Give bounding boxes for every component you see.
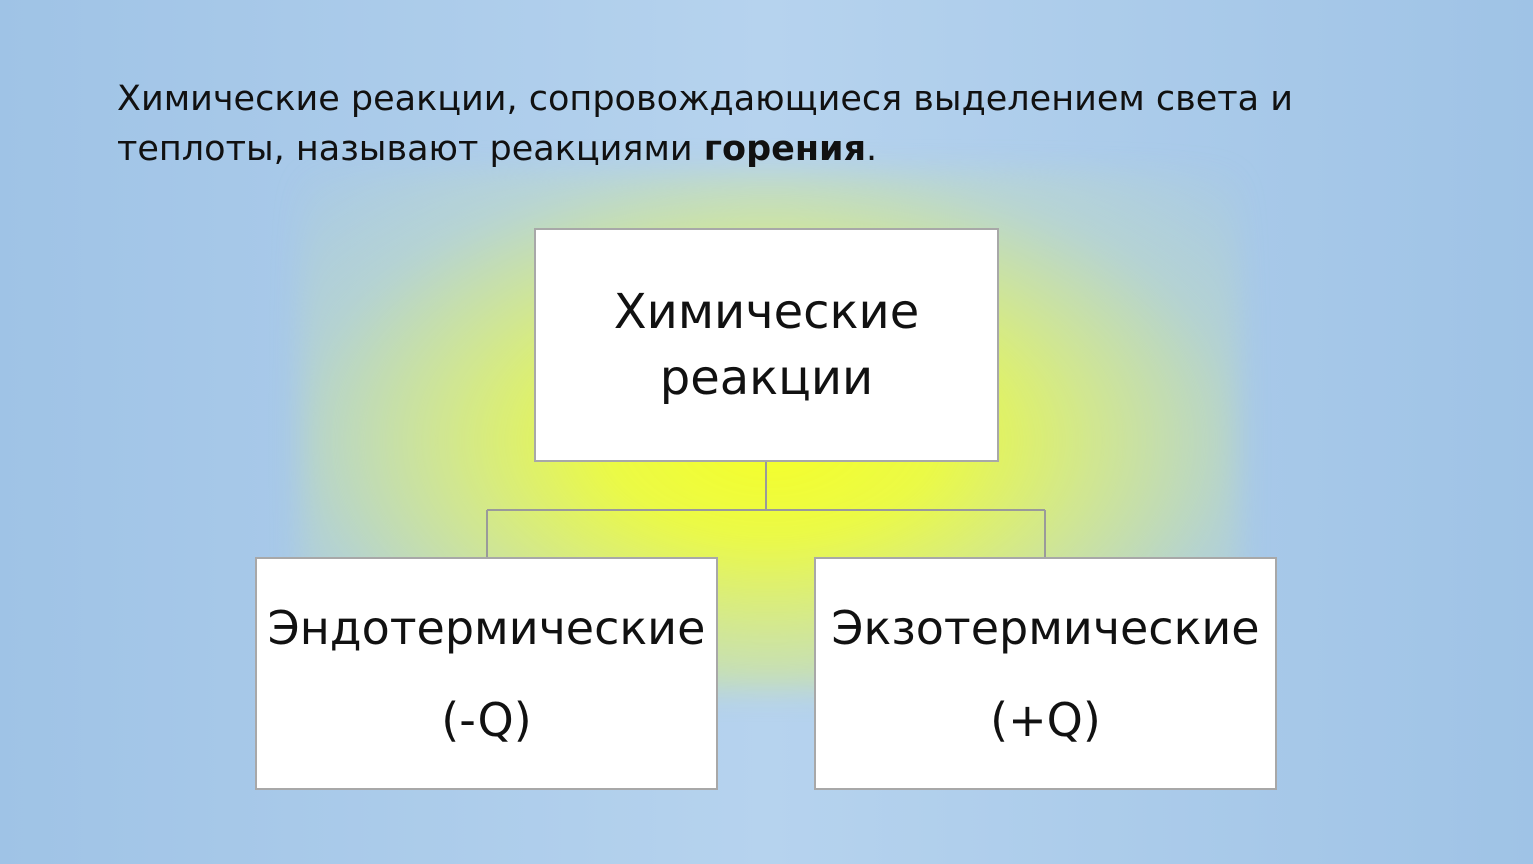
node-exothermic-sign: (+Q): [990, 692, 1101, 747]
intro-text-after: .: [866, 129, 878, 169]
node-exothermic: Экзотермические (+Q): [814, 557, 1277, 790]
root-node-chemical-reactions: Химические реакции: [534, 228, 999, 462]
node-endothermic-name: Эндотермические: [267, 600, 706, 655]
root-node-line1: Химические: [613, 284, 920, 340]
node-exothermic-name: Экзотермические: [831, 600, 1260, 655]
node-endothermic-sign: (-Q): [441, 692, 532, 747]
intro-text-before: Химические реакции, сопровождающиеся выд…: [117, 79, 1294, 169]
node-endothermic: Эндотермические (-Q): [255, 557, 718, 790]
intro-emphasis: горения: [703, 129, 867, 169]
root-node-line2: реакции: [659, 350, 874, 406]
intro-text: Химические реакции, сопровождающиеся выд…: [117, 74, 1417, 174]
